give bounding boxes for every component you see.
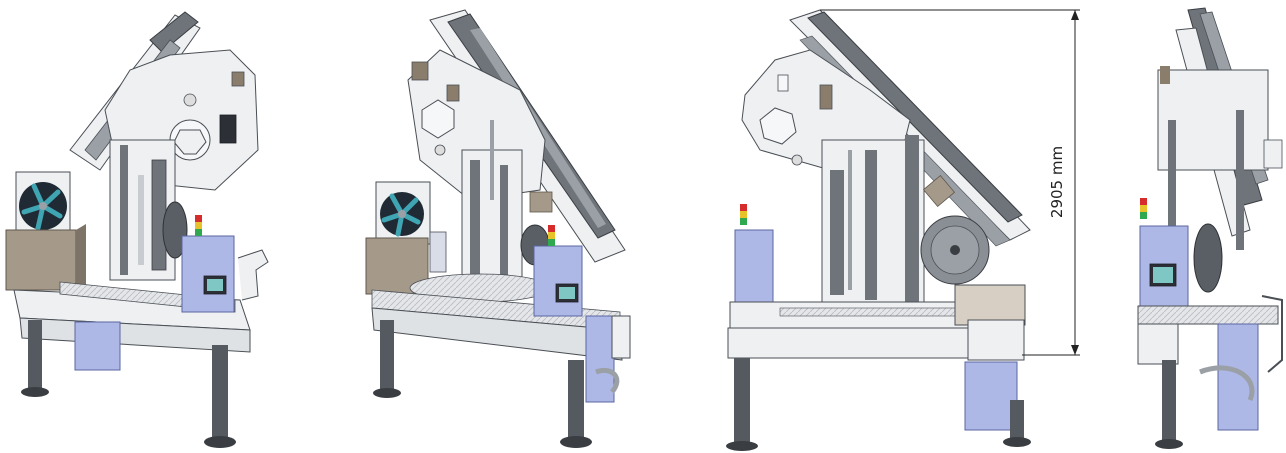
hook-bracket [237, 249, 269, 301]
hydraulic-box-side [76, 224, 86, 290]
legs [726, 358, 1031, 451]
hose [1199, 365, 1255, 401]
column [109, 139, 188, 281]
legs [1155, 360, 1183, 449]
fan-unit [15, 171, 71, 237]
view-iso-front-left [5, 11, 269, 448]
legs [373, 320, 592, 448]
base-frame [1137, 295, 1283, 373]
control-box [734, 204, 774, 303]
outrigger-cylinder [964, 361, 1018, 431]
view-iso-front-right [365, 9, 631, 448]
outrigger-cylinder [1217, 323, 1259, 431]
base-frame [727, 284, 1026, 361]
height-dimension-label: 2905 mm [1048, 146, 1066, 218]
control-box [533, 225, 583, 317]
winch-drum [1193, 223, 1223, 293]
winch-drum [920, 174, 990, 285]
hose [595, 368, 620, 394]
turret [1157, 66, 1283, 250]
outrigger-cylinder [585, 315, 615, 403]
control-box [1139, 198, 1189, 307]
outrigger-cylinder [74, 321, 121, 371]
control-box [181, 215, 235, 313]
side-plate [611, 315, 631, 359]
view-side: 2905 mm [726, 9, 1080, 451]
legs [21, 320, 236, 448]
column [821, 135, 925, 306]
height-dimension: 2905 mm [820, 9, 1080, 356]
hydraulic-box [5, 229, 77, 291]
view-front [1137, 7, 1283, 449]
fan-unit [375, 181, 447, 273]
